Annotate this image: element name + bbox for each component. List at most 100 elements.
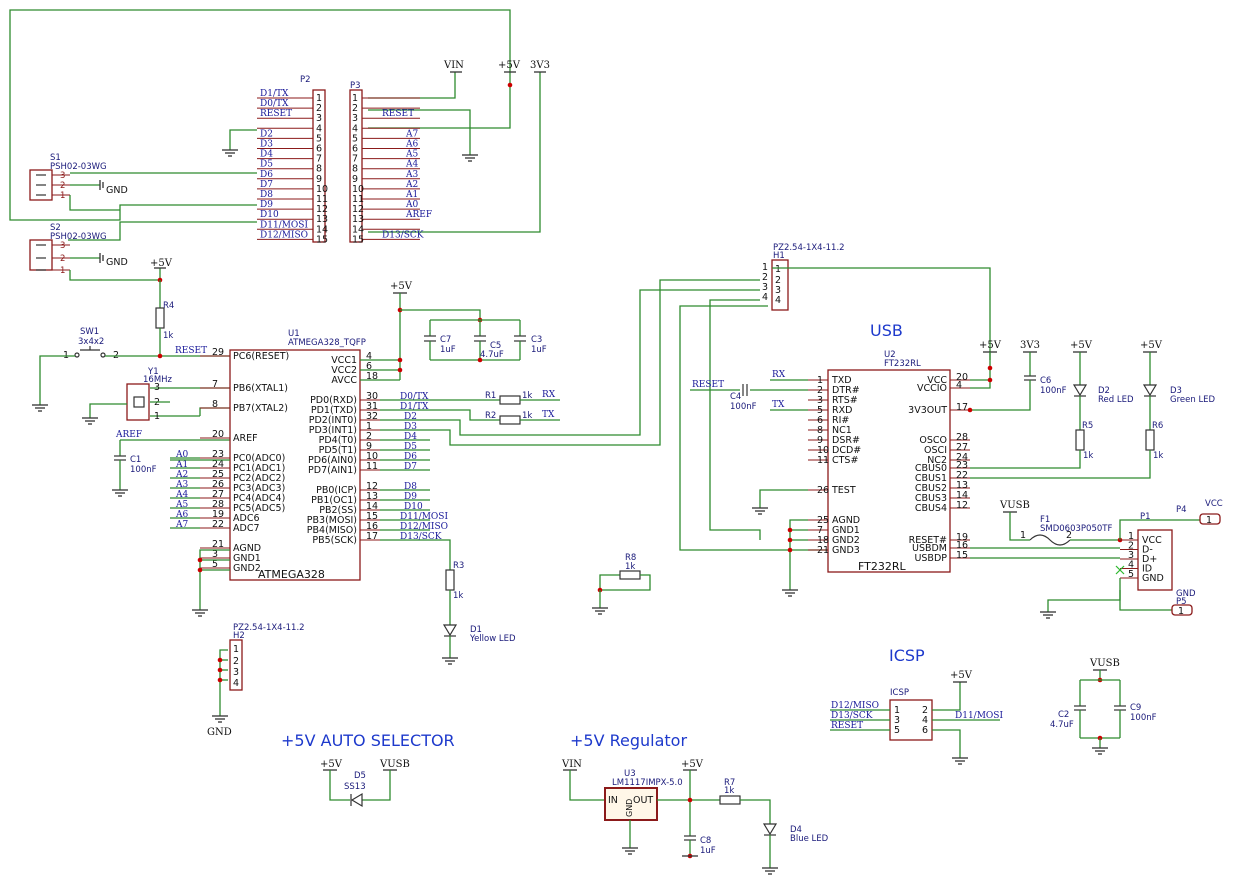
p2-net-label: D7: [260, 180, 273, 190]
svg-text:VIN: VIN: [561, 759, 582, 770]
u1-pin-name: PC6(RESET): [233, 351, 289, 362]
p2-net-label: D6: [260, 170, 273, 180]
header-h2: PZ2.54-1X4-11.2 H2 1 2 3 4 GND: [207, 623, 305, 738]
svg-text:1k: 1k: [724, 786, 734, 796]
svg-text:IN: IN: [608, 795, 618, 806]
svg-text:+5V: +5V: [498, 60, 521, 71]
u2-pin-name: NC2: [927, 455, 947, 466]
u1-net-label: D6: [404, 452, 417, 462]
svg-text:D11/MOSI: D11/MOSI: [955, 711, 1003, 721]
p3-net-label: AREF: [405, 210, 432, 220]
p2-net-label: D11/MOSI: [260, 220, 308, 230]
svg-text:H1: H1: [773, 251, 785, 261]
u1-adc-net-label: A5: [175, 500, 188, 510]
svg-text:D2: D2: [1098, 386, 1110, 396]
svg-text:S1: S1: [50, 153, 61, 163]
svg-text:D1: D1: [470, 625, 482, 635]
u1-pin-name: AVCC: [331, 375, 357, 386]
svg-text:1k: 1k: [1083, 451, 1093, 461]
u1-pin-name: VCC2: [331, 365, 357, 376]
svg-text:1k: 1k: [453, 591, 463, 601]
svg-text:1: 1: [894, 705, 900, 716]
svg-text:P5: P5: [1176, 597, 1187, 607]
u1-pin-name: GND1: [233, 553, 261, 564]
svg-text:1: 1: [1178, 606, 1184, 617]
p2-pin-number: 8: [316, 164, 322, 175]
u1-pin-name: PC2(ADC2): [233, 473, 285, 484]
svg-text:2: 2: [1066, 530, 1072, 541]
u2-pin-name: 3V3OUT: [908, 405, 947, 416]
p2-net-label: D3: [260, 140, 273, 150]
svg-text:1k: 1k: [522, 411, 532, 421]
p2-pin-number: 1: [316, 93, 322, 104]
regulator-section-title: +5V Regulator: [570, 731, 687, 750]
u1-pin-number: 29: [212, 347, 224, 358]
u1-pin-number: 14: [366, 501, 378, 512]
u1-pin-number: 10: [366, 451, 378, 462]
header-h1: PZ2.54-1X4-11.2 H1 1 2 3 4 1 2 3 4: [679, 243, 991, 551]
u2-pin-number: 22: [956, 470, 968, 481]
u1-net-label: D12/MISO: [400, 522, 448, 532]
svg-text:+5V: +5V: [390, 281, 413, 292]
svg-text:4: 4: [233, 678, 239, 689]
svg-text:OUT: OUT: [633, 795, 653, 806]
u2-pin-number: 11: [817, 455, 829, 466]
u1-pin-number: 7: [212, 379, 218, 390]
svg-text:C4: C4: [730, 392, 741, 402]
u1-pin-name: PB5(SCK): [312, 535, 357, 546]
u2-pin-number: 20: [956, 372, 968, 383]
svg-text:2: 2: [762, 272, 768, 283]
u1-pin-name: PD3(INT1): [309, 425, 357, 436]
u2-pin-name: RTS#: [832, 395, 858, 406]
svg-text:VUSB: VUSB: [999, 500, 1030, 511]
svg-text:RX: RX: [772, 370, 786, 380]
u1-pin-name: ADC6: [233, 513, 260, 524]
switch-s1: S1 PSH02-03WG 3 2 1 GND: [29, 153, 128, 201]
u1-pin-number: 15: [366, 511, 378, 522]
svg-text:1k: 1k: [163, 331, 173, 341]
u1-pin-name: PC5(ADC5): [233, 503, 285, 514]
u2-pin-name: VCCIO: [917, 383, 947, 394]
p3-pin-number: 12: [352, 204, 364, 215]
u2-pin-number: 19: [956, 532, 968, 543]
svg-text:PSH02-03WG: PSH02-03WG: [50, 232, 107, 242]
svg-text:VUSB: VUSB: [1089, 658, 1120, 669]
svg-text:VUSB: VUSB: [379, 759, 410, 770]
u1-pin-name: AGND: [233, 543, 261, 554]
u1-adc-net-label: A7: [175, 520, 188, 530]
svg-text:C3: C3: [531, 335, 542, 345]
p2-net-label: D8: [260, 190, 273, 200]
u1-pin-name: PC0(ADC0): [233, 453, 285, 464]
svg-text:GND: GND: [106, 257, 128, 268]
svg-text:PZ2.54-1X4-11.2: PZ2.54-1X4-11.2: [233, 623, 305, 633]
u1-pin-number: 25: [212, 469, 224, 480]
p2-pin-number: 9: [316, 174, 322, 185]
u1-pin-number: 8: [212, 399, 218, 410]
u2-right-nets: +5V 3V3 C6 100nF: [967, 340, 1067, 413]
p3-net-label: A1: [405, 190, 418, 200]
svg-text:R4: R4: [163, 301, 174, 311]
svg-text:3: 3: [60, 241, 65, 251]
power-vin-top: VIN: [443, 60, 464, 73]
u1-pin-number: 6: [366, 361, 372, 372]
p1-pin-name: VCC: [1142, 535, 1162, 546]
u2-pin-number: 16: [956, 540, 968, 551]
svg-text:1: 1: [1020, 530, 1026, 541]
svg-text:C8: C8: [700, 836, 711, 846]
u1-net-label: D0/TX: [400, 392, 429, 402]
svg-text:2: 2: [775, 275, 781, 286]
p1-pin-name: D+: [1142, 554, 1157, 565]
u2-pin-name: OSCI: [924, 445, 947, 456]
u1-pin-name: PC3(ADC3): [233, 483, 285, 494]
p2-pin-number: 14: [316, 224, 328, 235]
svg-text:1uF: 1uF: [700, 846, 716, 856]
u1-adc-net-label: A0: [175, 450, 188, 460]
u1-pin-name: PC1(ADC1): [233, 463, 285, 474]
u2-pin-name: DSR#: [832, 435, 860, 446]
p3-net-label: A5: [405, 150, 418, 160]
svg-text:U3: U3: [624, 769, 636, 779]
svg-text:1k: 1k: [625, 562, 635, 572]
u2-pin-name: RXD: [832, 405, 852, 416]
u2-pin-name: DCD#: [832, 445, 861, 456]
